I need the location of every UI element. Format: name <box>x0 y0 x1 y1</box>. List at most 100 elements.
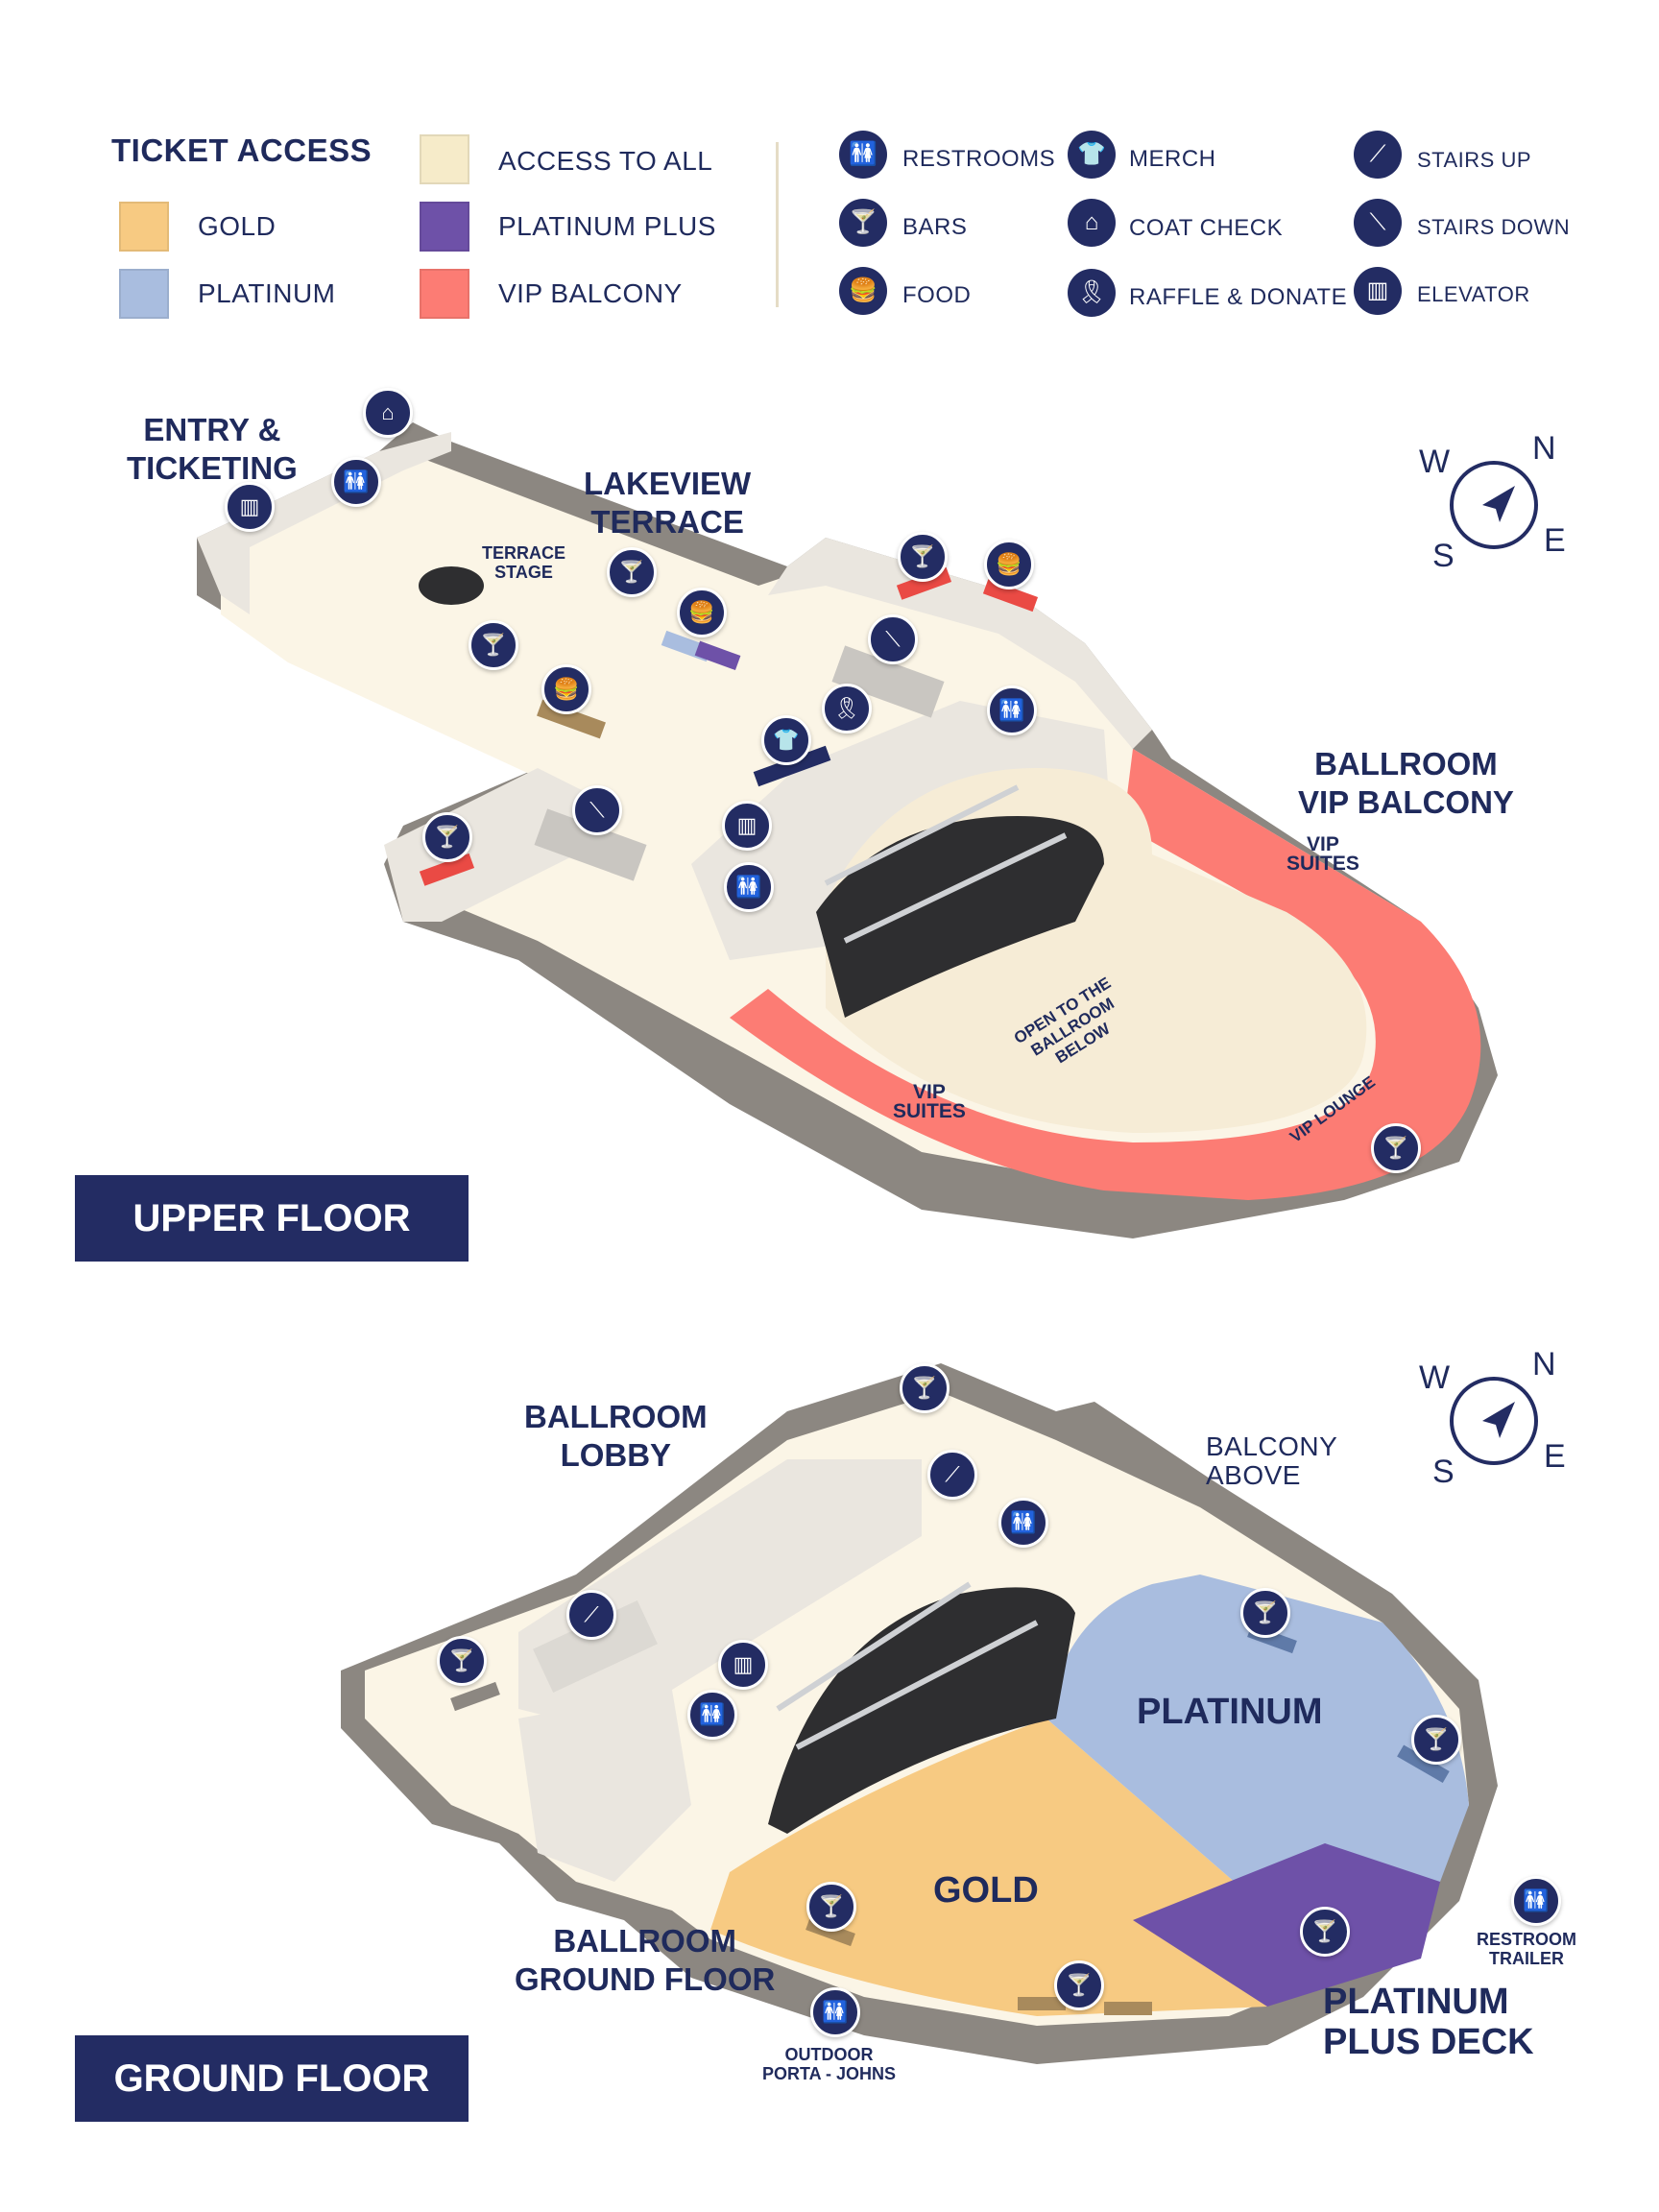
ribbon-icon: 🎗 <box>1068 269 1116 317</box>
legend-bars: BARS <box>902 214 968 240</box>
stairs-up-icon: ⟋ <box>1354 131 1402 179</box>
legend-label-gold: GOLD <box>198 211 276 241</box>
hanger-icon: ⌂ <box>1068 199 1116 247</box>
compass-needle-icon <box>1450 1377 1538 1465</box>
pin-bar-vip-lounge[interactable]: 🍸 <box>1371 1123 1421 1173</box>
pin-bar-gold-south[interactable]: 🍸 <box>1054 1960 1104 2010</box>
swatch-platinum <box>119 269 169 319</box>
pin-restroom-outdoor[interactable]: 🚻 <box>810 1987 860 2037</box>
legend-label-access-to-all: ACCESS TO ALL <box>498 146 713 176</box>
swatch-gold <box>119 202 169 252</box>
pin-raffle[interactable]: 🎗 <box>822 684 872 733</box>
label-entry-ticketing: ENTRY & TICKETING <box>127 412 298 486</box>
legend-food: FOOD <box>902 282 972 308</box>
pin-bar-west-ground[interactable]: 🍸 <box>437 1636 487 1686</box>
pin-elevator-entry[interactable]: ▥ <box>225 482 275 532</box>
compass-e: E <box>1544 522 1566 559</box>
pin-bar-vip-north[interactable]: 🍸 <box>898 532 948 582</box>
label-ballroom-ground-floor: BALLROOM GROUND FLOOR <box>515 1923 776 1997</box>
ground-floor-building <box>341 1363 1498 2064</box>
upper-counter-3 <box>694 640 741 671</box>
label-lakeview-terrace: LAKEVIEW TERRACE <box>584 466 752 540</box>
label-gold: GOLD <box>933 1870 1039 1911</box>
upper-stairs-west <box>534 808 647 881</box>
compass-s: S <box>1432 538 1455 574</box>
legend-raffle: RAFFLE & DONATE <box>1129 284 1348 310</box>
ground-counter-1 <box>450 1681 500 1712</box>
pin-bar-gold-west[interactable]: 🍸 <box>806 1882 856 1932</box>
label-vip-suites-south: VIP SUITES <box>893 1081 966 1122</box>
pin-bar-platinum-east[interactable]: 🍸 <box>1411 1715 1461 1765</box>
pin-restroom-lobby[interactable]: 🚻 <box>998 1498 1048 1548</box>
upper-truss <box>824 784 1068 944</box>
legend-title: TICKET ACCESS <box>111 132 373 168</box>
ground-stairs <box>533 1599 658 1694</box>
ground-counter-6 <box>1397 1744 1450 1784</box>
pin-bar-west[interactable]: 🍸 <box>422 812 472 862</box>
pin-stairs-down-east[interactable]: ⟍ <box>868 614 918 664</box>
legend-label-vip-balcony: VIP BALCONY <box>498 278 683 308</box>
legend-label-platinum: PLATINUM <box>198 278 336 308</box>
upper-floor-building <box>197 422 1498 1238</box>
label-ballroom-lobby: BALLROOM LOBBY <box>524 1399 708 1473</box>
vip-balcony-ring <box>730 749 1481 1200</box>
tshirt-icon: 👕 <box>1068 131 1116 179</box>
label-platinum: PLATINUM <box>1137 1692 1323 1732</box>
upper-counter-7 <box>753 745 831 787</box>
label-terrace-stage: TERRACE STAGE <box>482 543 566 582</box>
pin-restroom-ground[interactable]: 🚻 <box>687 1690 737 1740</box>
swatch-vip-balcony <box>420 269 469 319</box>
pin-restroom-trailer[interactable]: 🚻 <box>1511 1876 1561 1926</box>
swatch-access-to-all <box>420 134 469 184</box>
ground-floor-banner: GROUND FLOOR <box>75 2035 469 2122</box>
label-outdoor-porta-johns: OUTDOOR PORTA - JOHNS <box>762 2045 897 2083</box>
restroom-icon: 🚻 <box>839 131 887 179</box>
terrace-stage <box>419 566 484 605</box>
legend-elevator: ELEVATOR <box>1417 282 1530 306</box>
upper-west-wing <box>384 768 595 922</box>
pin-food-vip-north[interactable]: 🍔 <box>984 540 1034 589</box>
pin-restroom-entry[interactable]: 🚻 <box>331 457 381 507</box>
pin-bar-platinum-plus[interactable]: 🍸 <box>1300 1907 1350 1957</box>
ground-counter-3 <box>1018 1997 1066 2010</box>
platinum-zone <box>1046 1575 1469 1911</box>
upper-stage <box>816 816 1104 1018</box>
pin-food-terrace[interactable]: 🍔 <box>541 664 591 714</box>
pin-bar-terrace[interactable]: 🍸 <box>469 620 518 670</box>
compass-ground: W N S E <box>1419 1346 1601 1490</box>
legend-label-platinum-plus: PLATINUM PLUS <box>498 211 716 241</box>
upper-counter-5 <box>982 579 1039 613</box>
platinum-plus-zone <box>1133 1843 1440 2007</box>
label-platinum-plus-deck: PLATINUM PLUS DECK <box>1323 1982 1534 2062</box>
legend-stairs-up: STAIRS UP <box>1417 148 1532 172</box>
pin-bar-platinum-north[interactable]: 🍸 <box>1240 1588 1290 1638</box>
pin-bar-lobby-north[interactable]: 🍸 <box>900 1363 950 1413</box>
pin-elevator-ground[interactable]: ▥ <box>718 1640 768 1690</box>
ground-stage <box>768 1587 1075 1834</box>
pin-bar-lakeview[interactable]: 🍸 <box>607 547 657 597</box>
legend-restrooms: RESTROOMS <box>902 146 1056 172</box>
pin-restroom-core[interactable]: 🚻 <box>724 862 774 912</box>
pin-elevator-core[interactable]: ▥ <box>722 801 772 851</box>
elevator-icon: ▥ <box>1354 267 1402 315</box>
swatch-platinum-plus <box>420 202 469 252</box>
upper-counter-6 <box>419 853 475 886</box>
compass-n: N <box>1532 430 1556 467</box>
pin-stairs-down-west[interactable]: ⟍ <box>572 785 622 835</box>
pin-stairs-up-lobby[interactable]: ⟋ <box>927 1450 977 1500</box>
upper-floor-banner: UPPER FLOOR <box>75 1175 469 1262</box>
pin-stairs-up-west[interactable]: ⟋ <box>566 1590 616 1640</box>
pin-food-lakeview[interactable]: 🍔 <box>677 588 727 637</box>
pin-merch[interactable]: 👕 <box>761 715 811 765</box>
stairs-down-icon: ⟍ <box>1354 199 1402 247</box>
cocktail-icon: 🍸 <box>839 199 887 247</box>
ground-counter-4 <box>1104 2002 1152 2015</box>
pin-coat-check[interactable]: ⌂ <box>363 388 413 438</box>
compass-upper: W N S E <box>1419 430 1601 574</box>
compass-s: S <box>1432 1454 1455 1490</box>
pin-restroom-east[interactable]: 🚻 <box>987 685 1037 735</box>
legend-divider <box>776 142 779 307</box>
legend-coat-check: COAT CHECK <box>1129 215 1284 241</box>
ground-west-block <box>518 1690 691 1882</box>
